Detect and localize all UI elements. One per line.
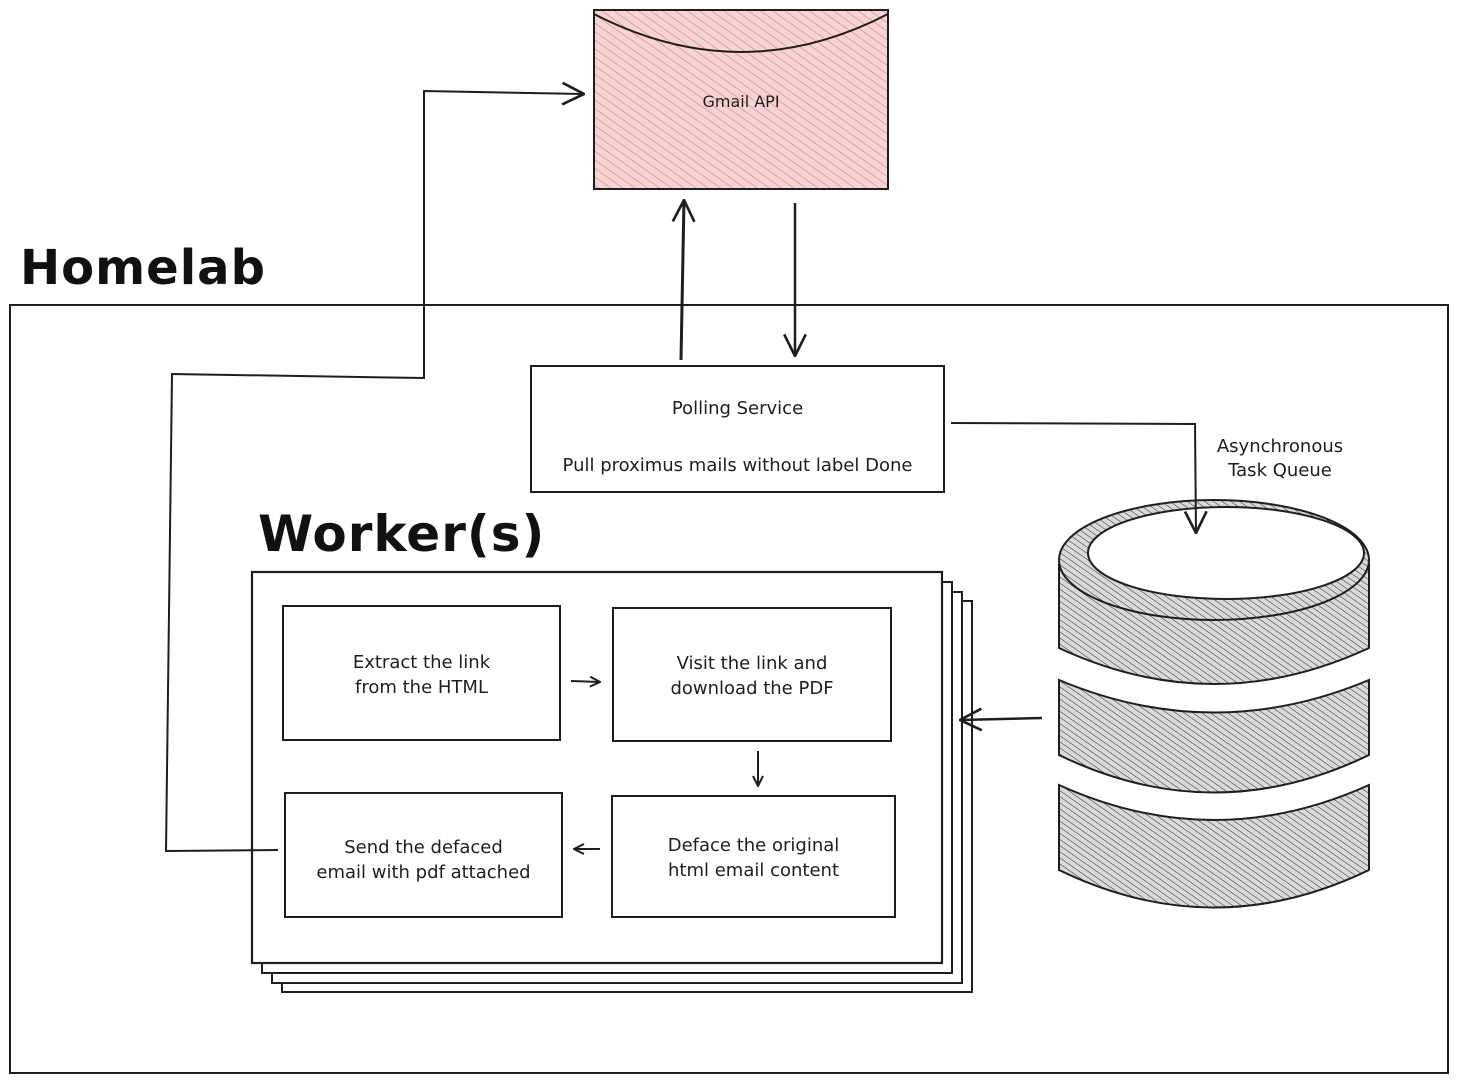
homelab-title: Homelab <box>20 240 266 296</box>
step-box-extract <box>282 605 561 741</box>
step-send-label: Send the defaced email with pdf attached <box>316 837 531 883</box>
step-box-send <box>284 792 563 918</box>
step-deface-label: Deface the original html email content <box>667 835 840 881</box>
task-queue-label: Asynchronous Task Queue <box>1216 436 1344 481</box>
gmail-api-label: Gmail API <box>702 92 780 111</box>
step-box-deface <box>611 795 896 918</box>
workers-title: Worker(s) <box>258 505 546 563</box>
polling-service-subtitle: Pull proximus mails without label Done <box>562 455 913 476</box>
step-download-label: Visit the link and download the PDF <box>670 653 834 699</box>
gmail-api-envelope <box>593 9 889 190</box>
arrow-queue-to-workers <box>960 718 1043 720</box>
polling-service-title: Polling Service <box>671 398 804 419</box>
arrow-extract-to-download <box>570 681 600 682</box>
step-extract-label: Extract the link from the HTML <box>352 652 491 698</box>
arrow-polling-to-queue <box>950 422 1196 533</box>
arrow-send-to-gmail <box>164 91 584 853</box>
step-box-download <box>612 607 892 742</box>
arrow-polling-to-gmail <box>681 200 684 361</box>
task-queue-database <box>1058 499 1370 909</box>
homelab-container <box>9 304 1449 1074</box>
polling-service-box <box>530 365 945 493</box>
